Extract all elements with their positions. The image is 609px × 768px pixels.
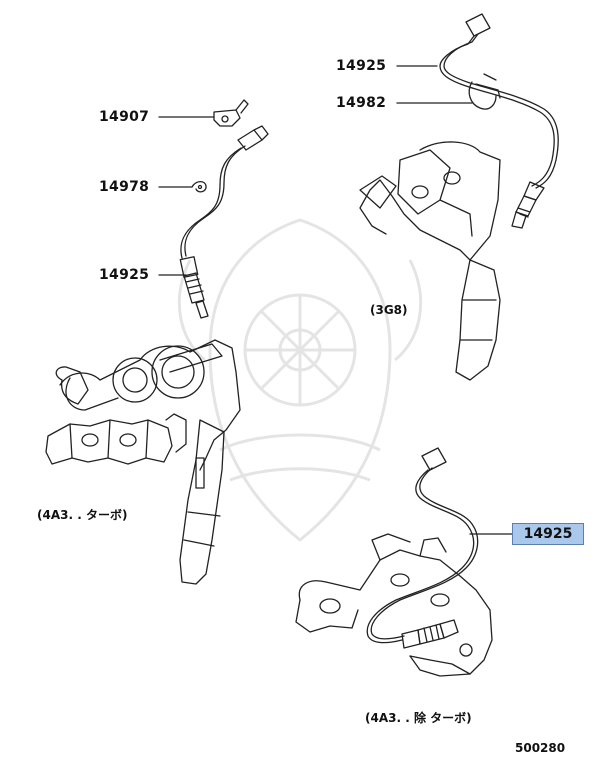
- callout-14925-left[interactable]: 14925: [99, 267, 150, 283]
- clip-14978: [191, 180, 207, 193]
- watermark-emblem-icon: [177, 218, 423, 542]
- callout-14925-top[interactable]: 14925: [336, 58, 387, 74]
- oxygen-sensor-bottom: [366, 447, 479, 649]
- diagram-number: 500280: [515, 741, 566, 755]
- bracket-14907: [213, 99, 249, 127]
- manifold-3g8: [359, 141, 501, 381]
- caption-3g8: (3G8): [370, 303, 408, 317]
- oxygen-sensor-left: [179, 125, 269, 319]
- callout-14925-highlighted[interactable]: 14925: [512, 523, 584, 545]
- callout-14907[interactable]: 14907: [99, 109, 150, 125]
- caption-turbo: (4A3. . ターボ): [37, 508, 128, 522]
- manifold-non-turbo: [295, 533, 493, 677]
- oxygen-sensor-top: [439, 13, 559, 229]
- turbo-manifold-left: [45, 339, 241, 585]
- callout-14982[interactable]: 14982: [336, 95, 387, 111]
- callout-14978[interactable]: 14978: [99, 179, 150, 195]
- caption-non-turbo: (4A3. . 除 ターボ): [365, 711, 472, 725]
- clamp-14982: [468, 73, 501, 110]
